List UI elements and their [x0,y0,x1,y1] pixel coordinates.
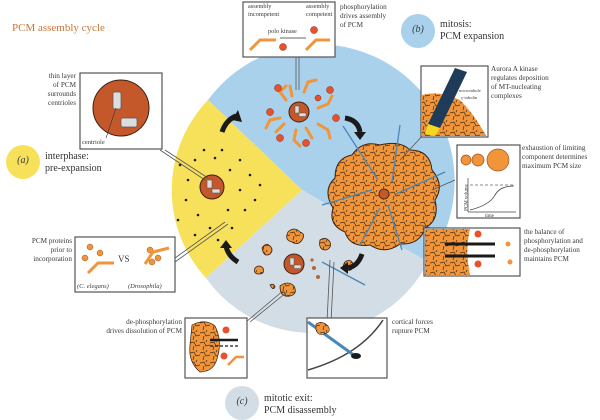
assembly-incompetent-label: assembly incompetent [248,3,280,18]
cycle-arrows [219,110,366,274]
stage-c-marker: (c) [236,396,248,407]
assembling-centrosome [264,78,340,148]
thin-layer-box-art [79,72,163,150]
graph-xlabel: time [485,214,494,219]
stage-c-label: mitotic exit: PCM disassembly [264,393,337,416]
expanded-pcm [321,124,446,251]
microtubule-label: microtubule [459,88,481,93]
stage-a-marker-circle [6,145,40,179]
c-elegans-label: (C. elegans) [77,283,109,290]
wedge-mitotic-exit [206,190,428,333]
diagram-title: PCM assembly cycle [12,22,105,34]
phosphorylation-box-art [242,1,336,58]
thin-layer-caption: thin layer of PCM surrounds centrioles [47,72,76,107]
gamma-tubulin-label: γ-tubulin [461,95,478,100]
stage-a-marker: (a) [17,155,29,166]
cortical-caption: cortical forces rupture PCM [392,318,433,335]
stage-a-label: interphase: pre-expansion [45,151,102,174]
drosophila-label: (Drosophila) [128,283,162,290]
aurora-caption: Aurora A kinase regulates deposition of … [491,65,549,100]
vs-label: VS [118,254,130,264]
dephosphorylation-caption: de-phosphorylation drives dissolution of… [106,318,182,335]
pcm-protein-dots [176,148,262,242]
assembly-competent-label: assembly competent [306,3,333,18]
exhaustion-box-art [456,144,521,219]
stage-b-marker-circle [401,14,435,48]
polo-kinase-label: polo kinase [268,28,297,35]
pcm-proteins-caption: PCM proteins prior to incorporation [31,237,72,263]
stage-b-label: mitosis: PCM expansion [440,19,505,42]
graph-ylabel: PCM volume [464,184,470,211]
dephosphorylation-box-art [184,317,248,379]
wedge-interphase [171,100,302,278]
interphase-centrosome [199,174,225,200]
aurora-box-art [420,65,489,138]
centriole-label: centriole [82,139,105,146]
balance-caption: the balance of phosphorylation and de-ph… [524,228,583,263]
cortical-box-art [306,317,388,379]
pcm-proteins-box-art [74,236,176,293]
stage-b-marker: (b) [412,24,424,35]
disassembling-pcm [254,228,366,297]
stage-c-marker-circle [225,386,259,420]
phosphorylation-caption: phosphorylation drives assembly of PCM [340,3,387,29]
balance-box-art [423,227,521,277]
exhaustion-caption: exhaustion of limiting component determi… [522,144,588,170]
